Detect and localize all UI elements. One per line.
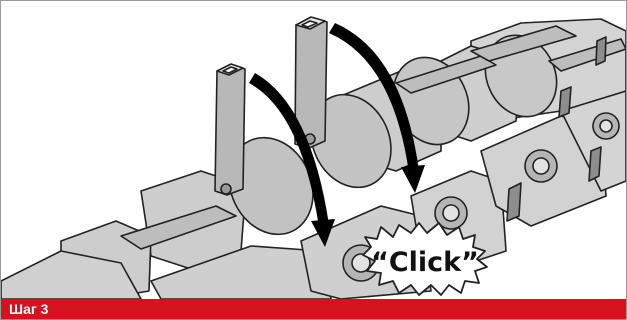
step-label: Шаг 3 xyxy=(9,301,48,317)
click-text: “Click” xyxy=(371,247,479,278)
step-bar: Шаг 3 xyxy=(1,299,626,319)
cable-chain-illustration: “Click” xyxy=(1,1,626,299)
